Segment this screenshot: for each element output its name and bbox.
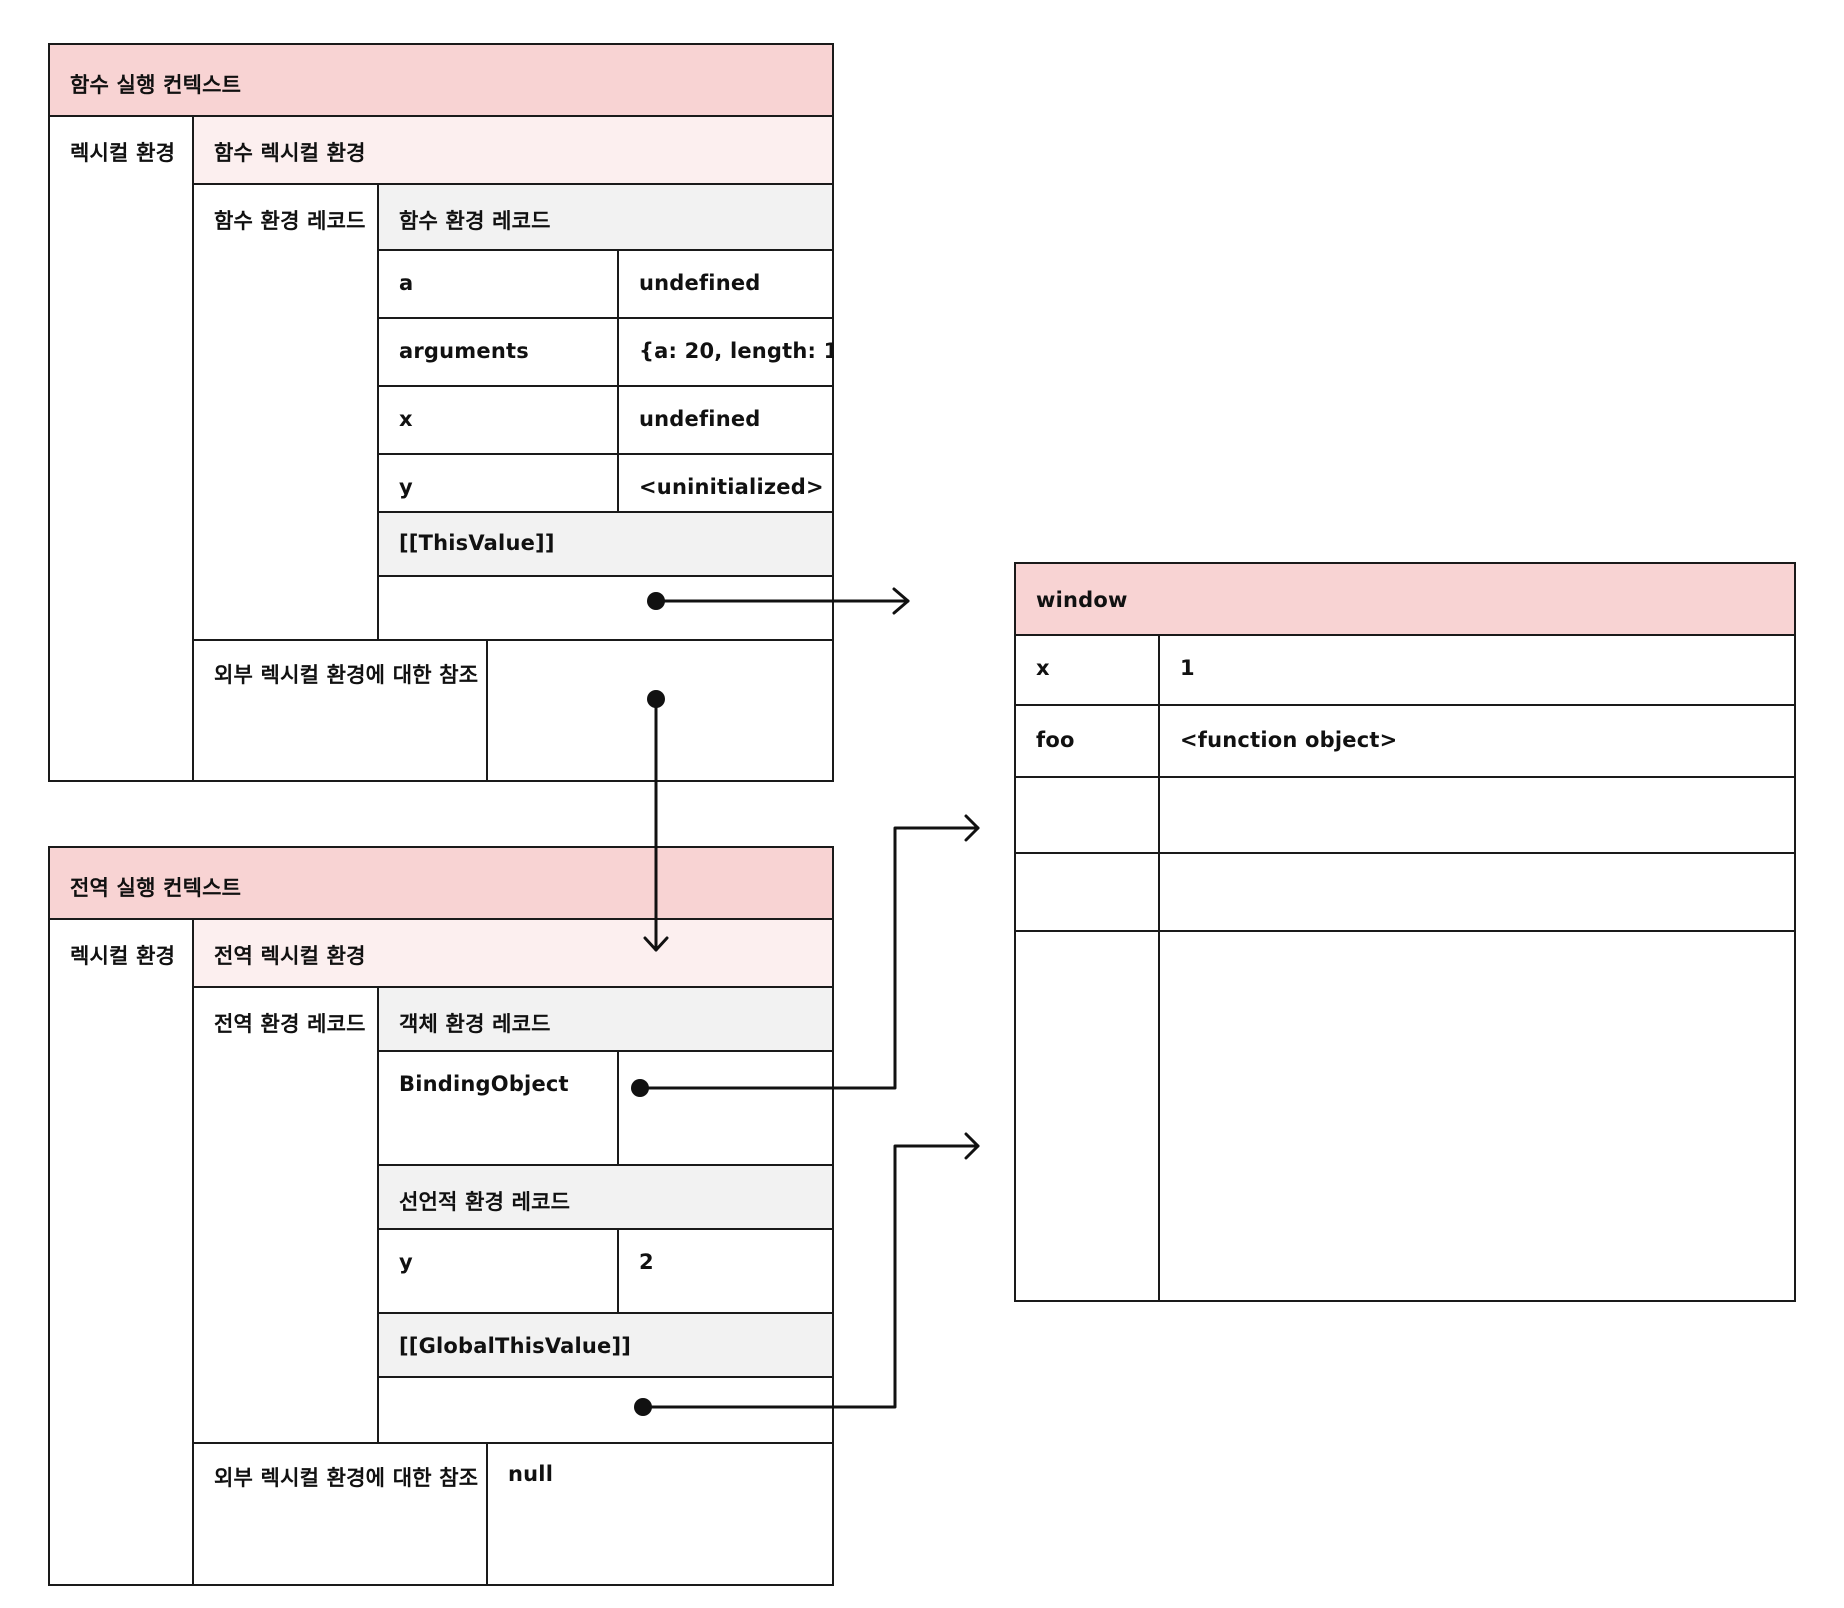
global-ec-header: 전역 실행 컨텍스트 <box>50 848 832 918</box>
global-outer-ref-slot: null <box>486 1442 832 1584</box>
function-env-record-title: 함수 환경 레코드 <box>399 209 551 233</box>
global-outer-ref-label: 외부 렉시컬 환경에 대한 참조 <box>214 1466 479 1490</box>
function-env-record-label: 함수 환경 레코드 <box>214 209 366 233</box>
function-env-record-label-col: 함수 환경 레코드 <box>192 183 377 639</box>
window-object: window x 1 foo <function object> <box>1014 562 1796 1302</box>
declarative-env-record-header: 선언적 환경 레코드 <box>377 1164 832 1228</box>
binding-object-label: BindingObject <box>399 1072 569 1096</box>
window-row-value: <function object> <box>1180 728 1398 752</box>
global-lexical-env-title: 전역 렉시컬 환경 <box>214 944 366 968</box>
this-value-header: [[ThisValue]] <box>377 511 832 575</box>
this-value-label: [[ThisValue]] <box>399 531 555 555</box>
binding-name: y <box>399 475 413 499</box>
function-env-record-header: 함수 환경 레코드 <box>377 183 832 249</box>
binding-name: x <box>399 407 413 431</box>
function-ec-header: 함수 실행 컨텍스트 <box>50 45 832 115</box>
global-env-record-label: 전역 환경 레코드 <box>214 1012 366 1036</box>
window-row-name: x <box>1036 656 1050 680</box>
binding-value: 2 <box>639 1250 654 1274</box>
global-ec-title: 전역 실행 컨텍스트 <box>70 876 242 900</box>
arrow-head <box>964 1132 980 1160</box>
binding-name: y <box>399 1250 413 1274</box>
window-header: window <box>1016 564 1794 634</box>
function-execution-context: 함수 실행 컨텍스트 렉시컬 환경 함수 렉시컬 환경 함수 환경 레코드 함수… <box>48 43 834 782</box>
declarative-env-record-title: 선언적 환경 레코드 <box>399 1190 571 1214</box>
binding-row: x undefined <box>377 385 832 453</box>
binding-value: undefined <box>639 271 761 295</box>
window-row-value: 1 <box>1180 656 1195 680</box>
function-lexical-env-title: 함수 렉시컬 환경 <box>214 141 366 165</box>
window-row-name: foo <box>1036 728 1075 752</box>
window-row: foo <function object> <box>1016 704 1794 776</box>
function-lexical-env-header: 함수 렉시컬 환경 <box>192 115 832 183</box>
global-lexical-env-label-col: 렉시컬 환경 <box>50 918 192 1584</box>
binding-object-slot <box>617 1052 834 1164</box>
binding-row: arguments {a: 20, length: 1, callee: ...… <box>377 317 834 385</box>
arrow-head <box>892 587 910 615</box>
function-outer-ref-label: 외부 렉시컬 환경에 대한 참조 <box>214 663 479 687</box>
global-outer-ref-label-col: 외부 렉시컬 환경에 대한 참조 <box>192 1442 486 1584</box>
binding-value: <uninitialized> <box>639 475 824 499</box>
global-this-value-header: [[GlobalThisValue]] <box>377 1312 832 1376</box>
window-title: window <box>1036 588 1128 612</box>
window-empty-row <box>1016 930 1794 1302</box>
global-lexical-env-header: 전역 렉시컬 환경 <box>192 918 832 986</box>
binding-object-row: BindingObject <box>377 1050 832 1164</box>
global-execution-context: 전역 실행 컨텍스트 렉시컬 환경 전역 렉시컬 환경 전역 환경 레코드 객체… <box>48 846 834 1586</box>
object-env-record-header: 객체 환경 레코드 <box>377 986 832 1050</box>
global-env-record-label-col: 전역 환경 레코드 <box>192 986 377 1442</box>
binding-row: a undefined <box>377 249 832 317</box>
window-empty-row <box>1016 852 1794 930</box>
this-value-slot <box>377 575 832 639</box>
binding-row: y 2 <box>377 1228 832 1312</box>
global-outer-ref-value: null <box>508 1462 554 1486</box>
function-lexical-env-label: 렉시컬 환경 <box>70 141 176 165</box>
function-ec-title: 함수 실행 컨텍스트 <box>70 73 242 97</box>
global-this-value-label: [[GlobalThisValue]] <box>399 1334 632 1358</box>
function-lexical-env-label-col: 렉시컬 환경 <box>50 115 192 780</box>
binding-value: {a: 20, length: 1, callee: ...} <box>639 339 834 363</box>
global-this-value-slot <box>377 1376 832 1442</box>
window-row: x 1 <box>1016 634 1794 704</box>
object-env-record-title: 객체 환경 레코드 <box>399 1012 551 1036</box>
function-outer-ref-slot <box>486 639 832 780</box>
global-lexical-env-label: 렉시컬 환경 <box>70 944 176 968</box>
window-empty-row <box>1016 776 1794 852</box>
binding-name: arguments <box>399 339 529 363</box>
binding-value: undefined <box>639 407 761 431</box>
binding-row: y <uninitialized> <box>377 453 832 511</box>
arrow-head <box>964 814 980 842</box>
function-outer-ref-label-col: 외부 렉시컬 환경에 대한 참조 <box>192 639 486 780</box>
binding-name: a <box>399 271 414 295</box>
